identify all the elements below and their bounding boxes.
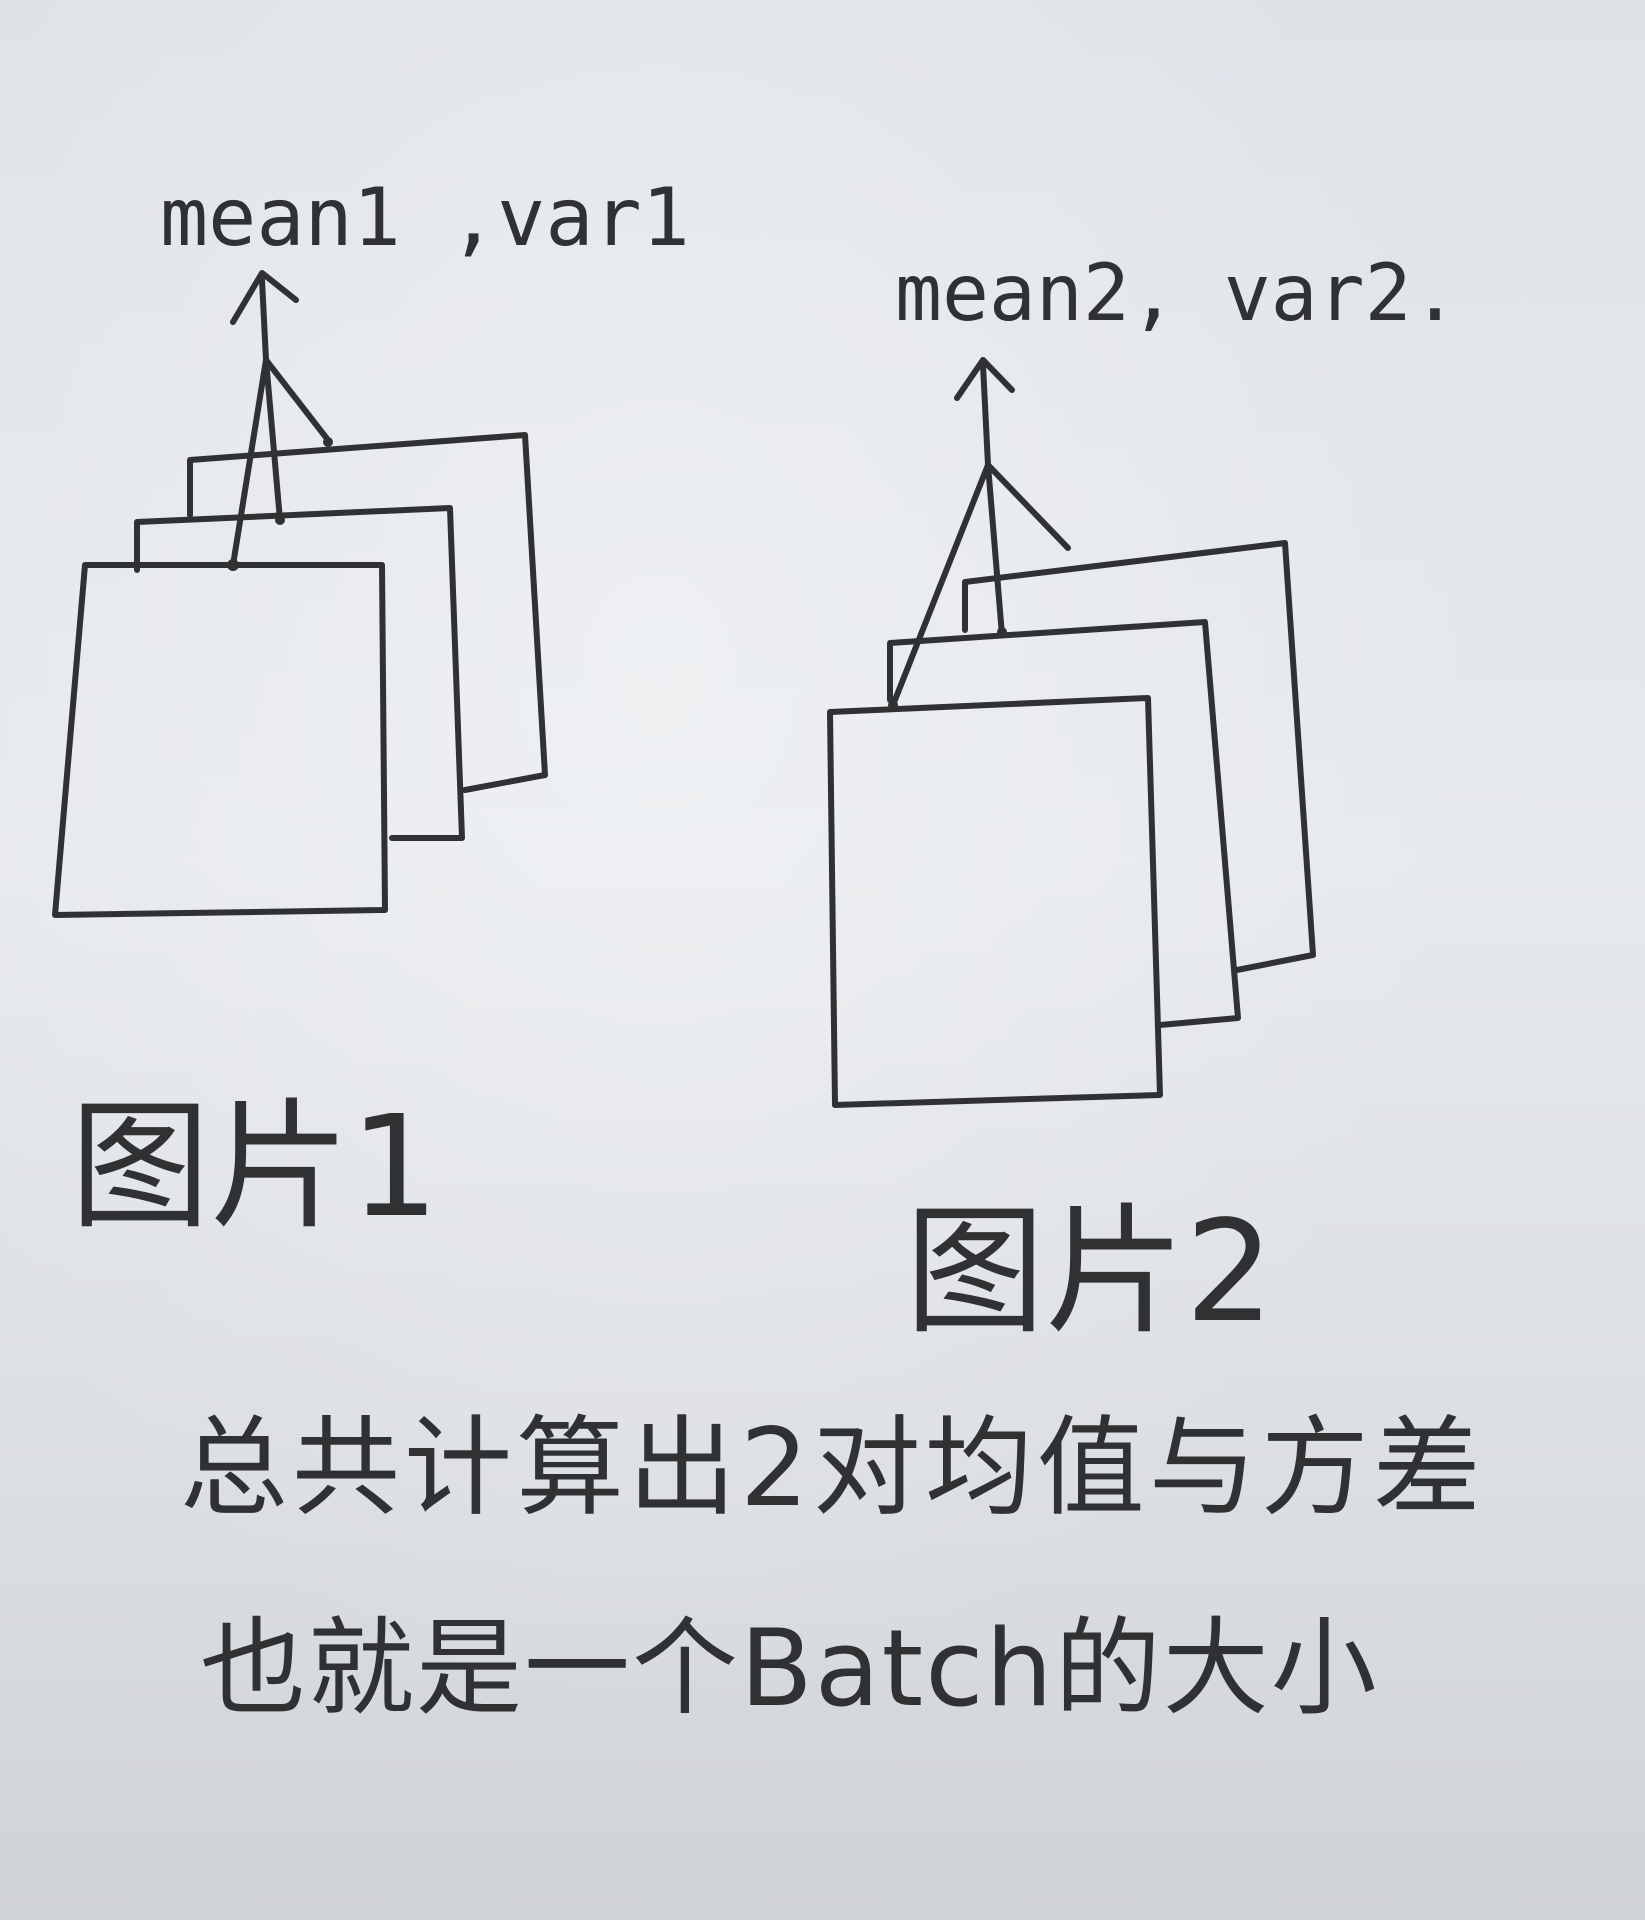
figure2-line-front [890, 462, 991, 708]
figure1-dot-middle [275, 515, 285, 525]
figure1-arrow-shaft [259, 277, 269, 363]
figure1-line-front [230, 357, 269, 568]
figure2-back-map [962, 540, 1316, 973]
figure2-line-middle [985, 462, 1005, 638]
figure2-stack [827, 540, 1316, 1108]
note-line-1: 总共计算出2对均值与方差 [180, 1406, 1485, 1531]
figure2-arrow-head [954, 357, 1015, 401]
figure2-front-map [827, 695, 1163, 1108]
figure1-front-map [52, 562, 388, 918]
figure1-dot-front [227, 559, 239, 571]
figure2-dot-front [888, 700, 898, 710]
figure2-caption: 图片2 [905, 1191, 1274, 1354]
figure1-dot-back [323, 437, 333, 447]
figure1-back-map [187, 432, 548, 793]
figure2-arrows [888, 357, 1071, 710]
figure1-line-back [263, 357, 331, 443]
figure1-stack [52, 432, 548, 918]
figure1-middle-map [134, 505, 465, 841]
figure2-label: mean2, var2. [895, 249, 1459, 339]
figure1-label: mean1 ,var1 [160, 171, 690, 264]
figure2-line-back [985, 462, 1071, 551]
figure1-caption: 图片1 [70, 1086, 439, 1249]
note-line-2: 也就是一个Batch的大小 [200, 1607, 1379, 1730]
figure2-middle-map [887, 619, 1241, 1028]
figure2-arrow-shaft [980, 362, 991, 468]
figure1-line-middle [263, 357, 283, 523]
figure1-arrow-head [230, 270, 299, 325]
figure2-dot-middle [997, 627, 1007, 637]
figure1-arrows [227, 270, 333, 571]
